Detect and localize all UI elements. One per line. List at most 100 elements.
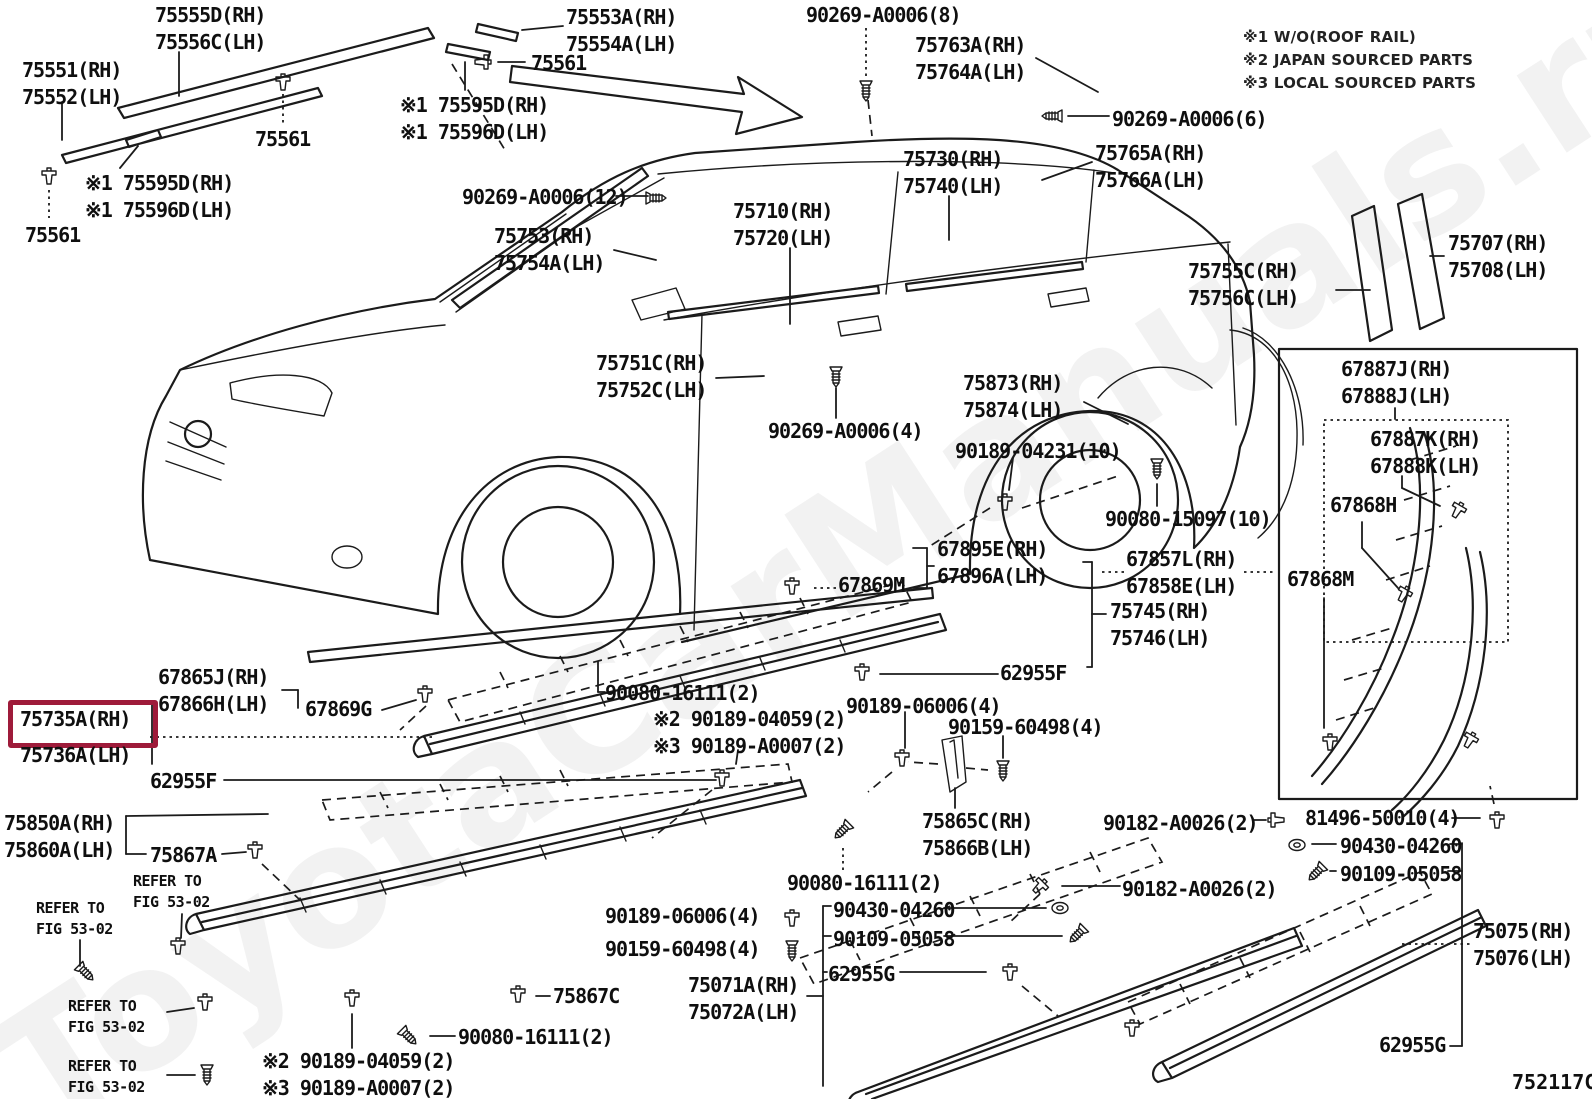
ghost-outlines bbox=[320, 581, 1434, 1026]
part-67869m[interactable]: 67869M bbox=[838, 573, 905, 597]
detail-box-inner bbox=[1323, 419, 1509, 643]
part-75735a[interactable]: 75735A(RH) bbox=[20, 707, 131, 731]
part-90189-06006-top[interactable]: 90189-06006(4) bbox=[846, 694, 1002, 718]
part-75745[interactable]: 75745(RH) 75746(LH) bbox=[1110, 599, 1210, 650]
part-90080-15097[interactable]: 90080-15097(10) bbox=[1105, 507, 1272, 531]
part-75595d-mid[interactable]: ※1 75595D(RH) ※1 75596D(LH) bbox=[400, 93, 549, 144]
box-67887k[interactable]: 67887K(RH) 67888K(LH) bbox=[1370, 427, 1481, 478]
direction-arrow bbox=[508, 64, 804, 136]
part-75075[interactable]: 75075(RH) 75076(LH) bbox=[1473, 919, 1573, 970]
part-90269-a0006-6[interactable]: 90269-A0006(6) bbox=[1112, 107, 1268, 131]
part-75873[interactable]: 75873(RH) 75874(LH) bbox=[963, 371, 1063, 422]
part-90430-04260-r[interactable]: 90430-04260 bbox=[1340, 834, 1462, 858]
part-75865c[interactable]: 75865C(RH) 75866B(LH) bbox=[922, 809, 1033, 860]
leader-line bbox=[166, 1007, 195, 1013]
part-62955f-right[interactable]: 62955F bbox=[1000, 661, 1067, 685]
box-67868h[interactable]: 67868H bbox=[1330, 493, 1397, 517]
part-90159-60498-top[interactable]: 90159-60498(4) bbox=[948, 715, 1104, 739]
leader-line bbox=[180, 913, 183, 939]
part-67869g[interactable]: 67869G bbox=[305, 697, 372, 721]
ghost-ticks bbox=[379, 597, 1371, 1005]
part-75751c[interactable]: 75751C(RH) 75752C(LH) bbox=[596, 351, 707, 402]
part-90430-04260-l[interactable]: 90430-04260 bbox=[833, 898, 955, 922]
leader-line bbox=[1008, 457, 1014, 491]
part-75736a[interactable]: 75736A(LH) bbox=[20, 743, 131, 767]
leader-line bbox=[1035, 57, 1099, 93]
part-75707[interactable]: 75707(RH) 75708(LH) bbox=[1448, 231, 1548, 282]
part-75755c[interactable]: 75755C(RH) 75756C(LH) bbox=[1188, 259, 1299, 310]
part-62955f-left[interactable]: 62955F bbox=[150, 769, 217, 793]
part-90269-a0006-8[interactable]: 90269-A0006(8) bbox=[806, 3, 962, 27]
part-67865j[interactable]: 67865J(RH) 67866H(LH) bbox=[158, 665, 269, 716]
part-90182-a0026-2[interactable]: 90182-A0026(2) bbox=[1122, 877, 1278, 901]
part-75561-a[interactable]: 75561 bbox=[25, 223, 81, 247]
detail-box bbox=[1277, 347, 1579, 801]
wheel-ellipse bbox=[1000, 410, 1180, 590]
leader-line bbox=[125, 813, 269, 817]
part-90189-04059-top[interactable]: ※2 90189-04059(2) ※3 90189-A0007(2) bbox=[653, 707, 846, 758]
part-75730[interactable]: 75730(RH) 75740(LH) bbox=[903, 147, 1003, 198]
part-90080-16111-a[interactable]: 90080-16111(2) bbox=[605, 681, 761, 705]
refer-fig-4: REFER TO FIG 53-02 bbox=[68, 1057, 145, 1096]
leader-line bbox=[715, 375, 765, 379]
part-90109-05058-r[interactable]: 90109-05058 bbox=[1340, 862, 1462, 886]
part-75555d[interactable]: 75555D(RH) 75556C(LH) bbox=[155, 3, 266, 54]
moulding-hatches bbox=[299, 639, 846, 913]
wheel-ellipse bbox=[183, 419, 213, 449]
leader-line bbox=[1361, 547, 1399, 589]
leader-line bbox=[119, 145, 139, 169]
wheel-ellipse bbox=[501, 505, 615, 619]
part-90080-16111-b[interactable]: 90080-16111(2) bbox=[787, 871, 943, 895]
part-62955g-right[interactable]: 62955G bbox=[1379, 1033, 1446, 1057]
part-75867a[interactable]: 75867A bbox=[150, 843, 217, 867]
refer-fig-1: REFER TO FIG 53-02 bbox=[133, 872, 210, 911]
part-75071a[interactable]: 75071A(RH) 75072A(LH) bbox=[688, 973, 799, 1024]
leader-line bbox=[735, 749, 739, 765]
legend-notes: ※1 W/O(ROOF RAIL) ※2 JAPAN SOURCED PARTS… bbox=[1243, 28, 1477, 92]
box-67887j[interactable]: 67887J(RH) 67888J(LH) bbox=[1341, 357, 1452, 408]
wheel-ellipse bbox=[460, 464, 656, 660]
leader-line bbox=[521, 25, 564, 31]
part-67857l[interactable]: 67857L(RH) 67858E(LH) bbox=[1126, 547, 1237, 598]
part-62955g-left[interactable]: 62955G bbox=[828, 962, 895, 986]
part-75753[interactable]: 75753(RH) 75754A(LH) bbox=[494, 224, 605, 275]
part-75850a[interactable]: 75850A(RH) 75860A(LH) bbox=[4, 811, 115, 862]
part-90189-06006-btm[interactable]: 90189-06006(4) bbox=[605, 904, 761, 928]
part-75710[interactable]: 75710(RH) 75720(LH) bbox=[733, 199, 833, 250]
part-90159-60498-btm[interactable]: 90159-60498(4) bbox=[605, 937, 761, 961]
part-90109-05058-l[interactable]: 90109-05058 bbox=[833, 927, 955, 951]
part-67895e[interactable]: 67895E(RH) 67896A(LH) bbox=[937, 537, 1048, 588]
part-90080-16111-c[interactable]: 90080-16111(2) bbox=[458, 1025, 614, 1049]
part-90182-a0026-1[interactable]: 90182-A0026(2) bbox=[1103, 811, 1259, 835]
quarter-trim-dashes bbox=[1335, 445, 1457, 721]
part-75551[interactable]: 75551(RH) 75552(LH) bbox=[22, 58, 122, 109]
quarter-trim-curves bbox=[1310, 426, 1488, 818]
refer-fig-3: REFER TO FIG 53-02 bbox=[68, 997, 145, 1036]
part-90269-a0006-12[interactable]: 90269-A0006(12) bbox=[462, 185, 629, 209]
part-90189-04231[interactable]: 90189-04231(10) bbox=[955, 439, 1122, 463]
part-75553a[interactable]: 75553A(RH) 75554A(LH) bbox=[566, 5, 677, 56]
part-75763a[interactable]: 75763A(RH) 75764A(LH) bbox=[915, 33, 1026, 84]
part-90269-a0006-4[interactable]: 90269-A0006(4) bbox=[768, 419, 924, 443]
part-75595d-left[interactable]: ※1 75595D(RH) ※1 75596D(LH) bbox=[85, 171, 234, 222]
part-75561-c[interactable]: 75561 bbox=[531, 51, 587, 75]
part-75561-b[interactable]: 75561 bbox=[255, 127, 311, 151]
leader-line bbox=[221, 851, 247, 855]
rocker-moulding-strips bbox=[185, 586, 948, 936]
part-90189-04059-btm[interactable]: ※2 90189-04059(2) ※3 90189-A0007(2) bbox=[262, 1049, 455, 1099]
part-75765a[interactable]: 75765A(RH) 75766A(LH) bbox=[1095, 141, 1206, 192]
part-81496-50010[interactable]: 81496-50010(4) bbox=[1305, 806, 1461, 830]
part-75867c[interactable]: 75867C bbox=[553, 984, 620, 1008]
leader-line bbox=[1083, 401, 1129, 425]
selected-part-highlight bbox=[8, 700, 158, 748]
diagram-code: 752117C bbox=[1512, 1070, 1592, 1094]
bottom-mouldings bbox=[848, 908, 1488, 1099]
box-67868m[interactable]: 67868M bbox=[1287, 567, 1354, 591]
leader-line bbox=[1041, 161, 1093, 181]
leader-line bbox=[613, 249, 657, 261]
leader-line bbox=[381, 699, 417, 711]
exploded-dashes bbox=[261, 63, 1495, 1017]
